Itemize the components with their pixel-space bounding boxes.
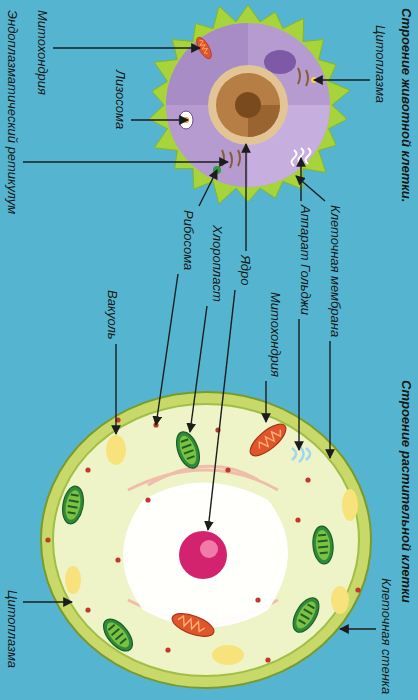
part-label: Лизосома: [113, 70, 128, 129]
leader-line: [53, 47, 200, 48]
leader-line: [199, 170, 217, 206]
leader-line: [208, 290, 235, 530]
leader-line: [245, 144, 246, 251]
part-label: Митохондрия: [35, 10, 50, 95]
part-label: Вакуоль: [105, 290, 120, 340]
leader-line: [115, 344, 116, 434]
part-label: Цитоплазма: [5, 590, 20, 668]
part-label: Клеточная мембрана: [328, 205, 343, 337]
leader-line: [23, 161, 228, 162]
title-text: Строение растительной клетки: [399, 380, 414, 603]
part-label: Хлоропласт: [210, 225, 225, 302]
part-label: Эндоплазматический ретикулум: [5, 10, 20, 214]
leader-line: [190, 306, 207, 432]
leader-line: [23, 601, 72, 602]
part-label: Клеточная стенка: [379, 578, 394, 694]
leader-line: [156, 274, 178, 425]
leader-line: [314, 79, 370, 80]
leader-line: [340, 628, 376, 629]
leader-line: [298, 319, 299, 450]
leader-line: [131, 119, 188, 120]
leader-line: [300, 158, 301, 201]
part-label: Митохондрия: [268, 292, 283, 377]
title-text: Строение животной клетки.: [399, 8, 414, 202]
part-label: Цитоплазма: [373, 25, 388, 103]
part-label: Рибосома: [181, 210, 196, 270]
part-label: Аппарат Гольджи: [298, 205, 313, 315]
leader-line: [329, 341, 330, 458]
leader-line: [265, 381, 266, 422]
part-label: Ядро: [238, 255, 253, 286]
